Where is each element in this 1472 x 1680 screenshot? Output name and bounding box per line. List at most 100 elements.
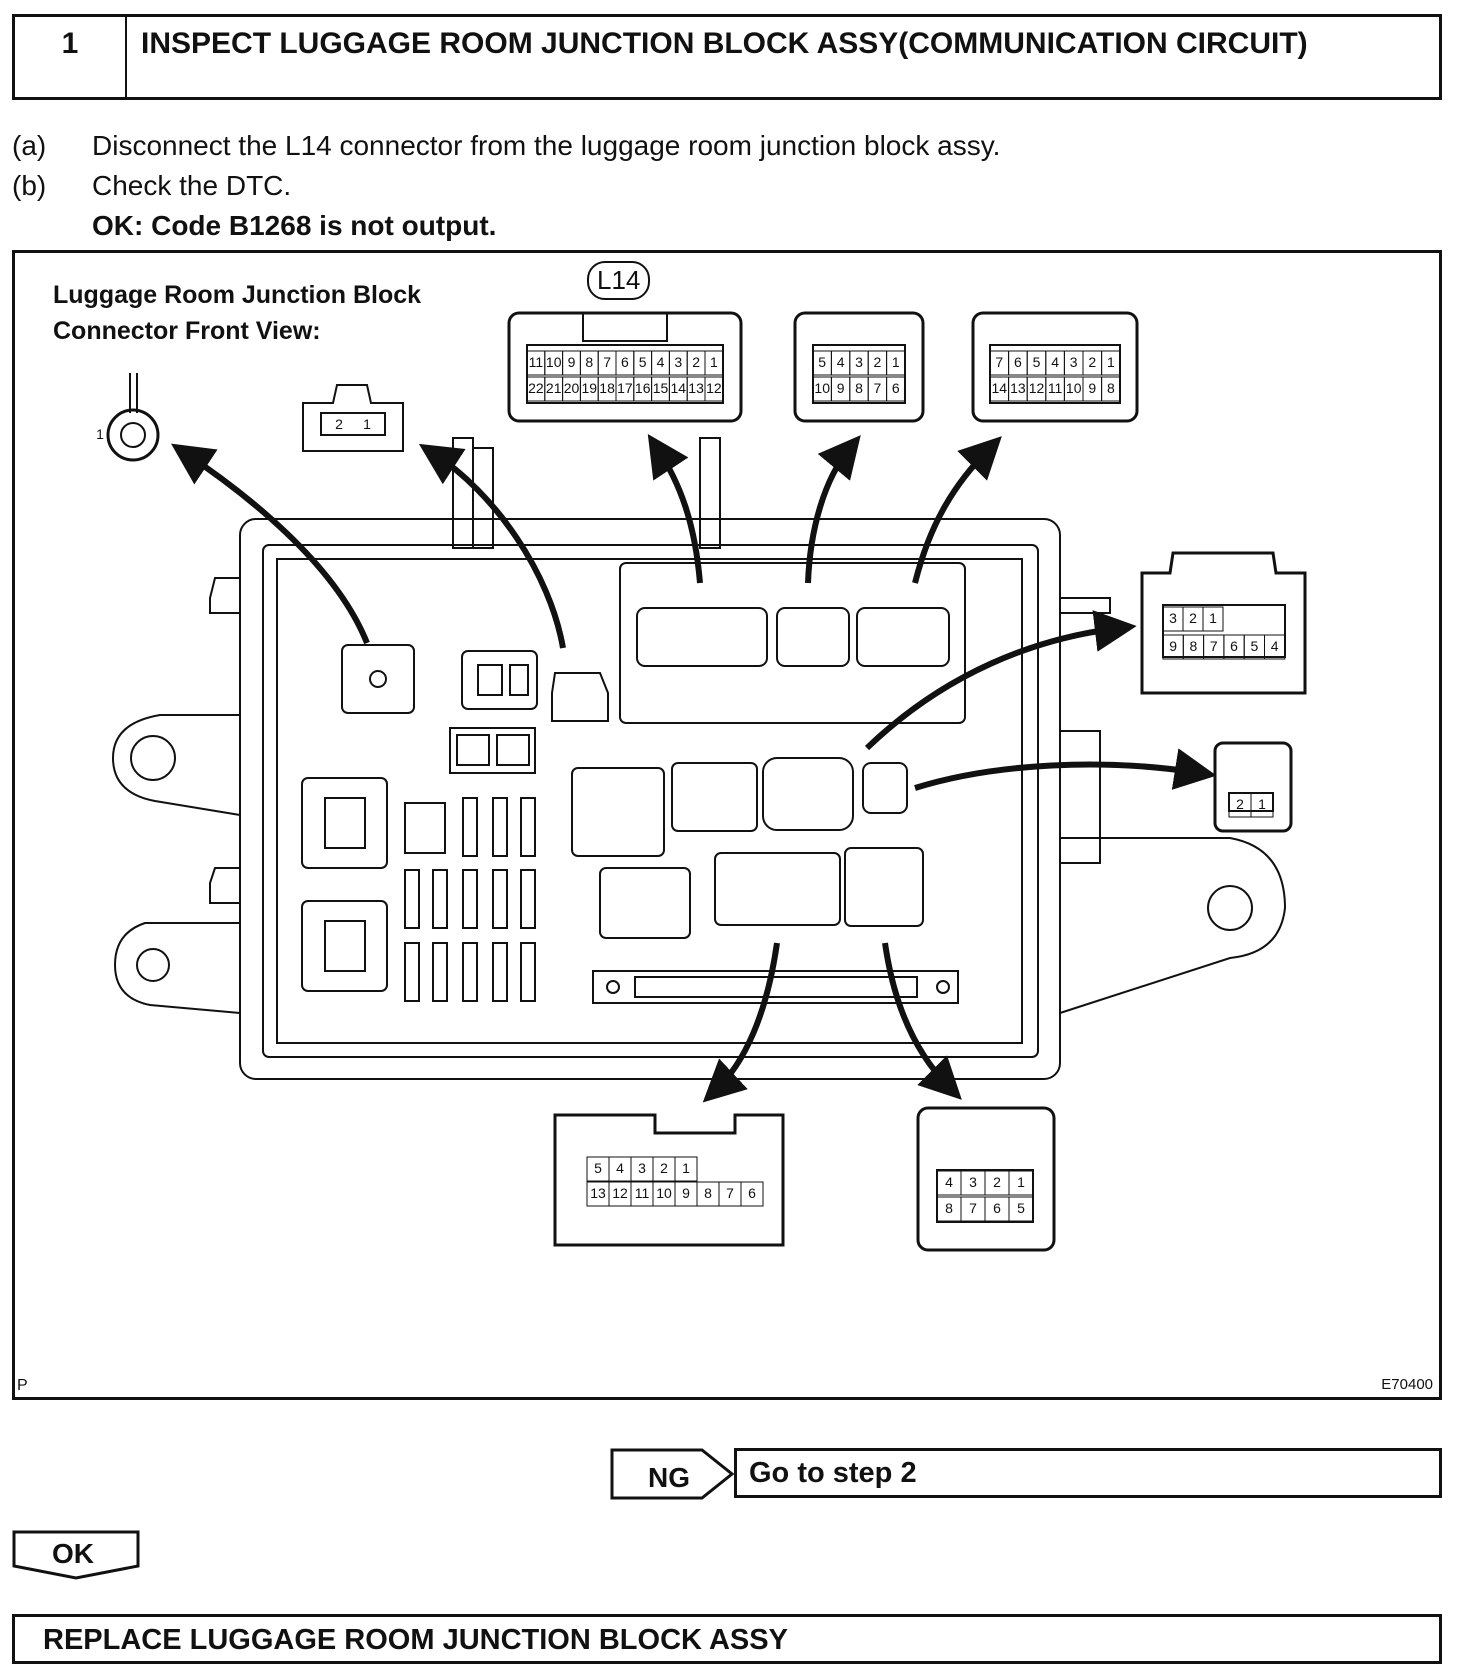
instruction-text: Check the DTC. [92,170,292,201]
figure-code: E70400 [1381,1376,1433,1393]
pin-label: 1 [1209,610,1217,626]
instruction-b: (b) Check the DTC. [12,166,1000,206]
pin-label: 2 [692,354,700,370]
pin-label: 8 [855,380,863,396]
pin-label: 7 [874,380,882,396]
pin-label: 8 [1190,638,1198,654]
step-number: 1 [15,17,127,97]
pin-label: 5 [639,354,647,370]
pin-label: 20 [564,380,580,396]
pin-cell [740,1181,764,1207]
pin-label: 9 [568,354,576,370]
pin-label: 21 [546,380,562,396]
ok-label: OK [52,1538,94,1569]
pin-label: 3 [855,354,863,370]
pin-cell [704,376,724,402]
pin-label: 12 [612,1185,628,1201]
pin-label: 10 [814,380,830,396]
pin-label: 10 [546,354,562,370]
pin-label: 2 [660,1160,668,1176]
pin-label: 10 [1066,380,1082,396]
instruction-list: (a) Disconnect the L14 connector from th… [12,126,1000,246]
pin-label: 2 [1236,796,1244,812]
pin-label: 9 [837,380,845,396]
pin-label: 3 [638,1160,646,1176]
pin-cell [1008,1170,1034,1196]
pin-label: 8 [704,1185,712,1201]
ng-tag [610,1448,735,1500]
pin-label: 3 [1169,610,1177,626]
pin-labels: 1 2 1 [96,416,371,442]
instruction-label: (b) [12,170,47,201]
pin-label: 11 [529,354,544,370]
final-action: REPLACE LUGGAGE ROOM JUNCTION BLOCK ASSY [12,1614,1442,1664]
pin-cell [886,376,906,402]
pin-label: 18 [599,380,615,396]
pin-label: 11 [1048,380,1063,396]
svg-text:1: 1 [363,416,371,432]
pin-label: 10 [656,1185,672,1201]
connector-id-label: L14 [587,261,651,300]
step-header: 1 INSPECT LUGGAGE ROOM JUNCTION BLOCK AS… [12,14,1442,100]
step-title: INSPECT LUGGAGE ROOM JUNCTION BLOCK ASSY… [141,27,1308,60]
pin-label: 7 [1210,638,1218,654]
ng-label: NG [648,1462,690,1493]
pin-label: 12 [706,380,722,396]
pin-label: 6 [993,1200,1001,1216]
pin-cell [1264,634,1286,660]
l14-connector [507,311,743,423]
pin-label: 7 [726,1185,734,1201]
pin-label: 1 [1017,1174,1025,1190]
svg-text:2: 2 [335,416,343,432]
pin-label: 3 [1070,354,1078,370]
pin-label: 8 [585,354,593,370]
pin-label: 3 [969,1174,977,1190]
figure-corner-mark: P [17,1377,28,1394]
ok-tag [12,1530,140,1580]
pin-label: 2 [993,1174,1001,1190]
pin-label: 2 [1088,354,1096,370]
junction-block-diagram: 1 2 1 1110987654321222120191817161514131… [96,311,1307,1252]
pin-label: 5 [594,1160,602,1176]
pin-label: 1 [1258,796,1266,812]
instruction-label: (a) [12,130,47,161]
ground-pin: 1 [96,426,104,442]
pin-label: 13 [1010,380,1026,396]
ok-condition: OK: Code B1268 is not output. [92,210,497,241]
instruction-text: Disconnect the L14 connector from the lu… [92,130,1001,161]
pin-label: 1 [682,1160,690,1176]
pin-label: 9 [1088,380,1096,396]
junction-block-body [239,518,1061,1080]
pin-label: 2 [874,354,882,370]
pin-label: 19 [582,380,598,396]
pin-label: 15 [653,380,669,396]
pin-label: 6 [748,1185,756,1201]
pin-label: 4 [616,1160,624,1176]
pin-label: 7 [969,1200,977,1216]
pin-label: 9 [1169,638,1177,654]
pin-label: 7 [603,354,611,370]
pin-label: 1 [892,354,900,370]
pin-label: 5 [1017,1200,1025,1216]
figure-caption: Luggage Room Junction Block Connector Fr… [53,281,422,345]
pin-cell [1101,350,1121,376]
pin-label: 1 [1107,354,1115,370]
pin-label: 7 [995,354,1003,370]
pin-label: 6 [1014,354,1022,370]
pin-cell [704,350,724,376]
pin-cell [1008,1196,1034,1222]
pin-label: 5 [818,354,826,370]
pin-label: 14 [992,380,1008,396]
pin-label: 5 [1033,354,1041,370]
go-to-step-2[interactable]: Go to step 2 [734,1448,1442,1498]
pin-label: 6 [621,354,629,370]
pin-label: 11 [635,1185,650,1201]
pin-label: 13 [688,380,704,396]
pin-label: 6 [892,380,900,396]
pin-label: 4 [1271,638,1279,654]
pin-label: 6 [1230,638,1238,654]
pin-label: 4 [1051,354,1059,370]
pin-cell [674,1156,698,1182]
pin-label: 5 [1250,638,1258,654]
